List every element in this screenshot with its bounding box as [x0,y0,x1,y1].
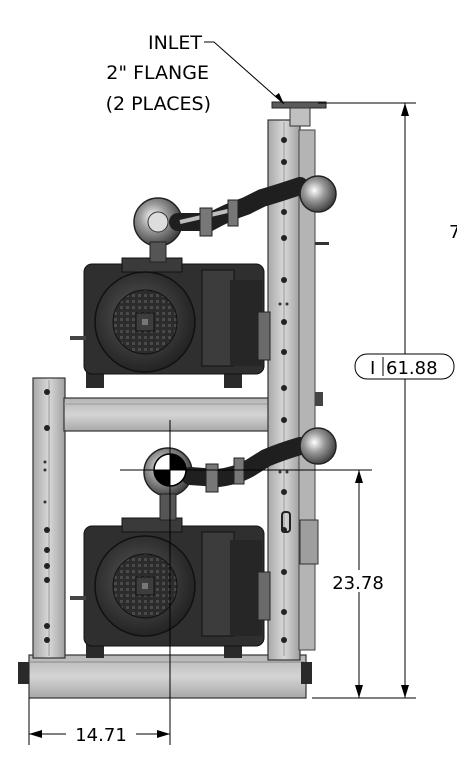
overall-height-value: 61.88 [386,358,438,379]
inlet-callout: INLET 2" FLANGE (2 PLACES) [106,32,211,115]
cg-offset-value: 14.71 [75,725,127,746]
inlet-leader-line [204,41,285,105]
clipped-dimension-text: 7 [449,222,457,243]
callout-line-2: 2" FLANGE [106,62,209,84]
upper-hose [169,175,337,237]
upper-blower [133,197,183,263]
callout-line-1: INLET [148,32,202,54]
overall-height-label: I 61.88 [354,353,455,380]
cg-height-value: 23.78 [332,573,384,594]
lower-hose [181,427,337,493]
right-frame-post [267,119,329,661]
cg-height-label: 23.78 [328,570,388,594]
inlet-flange [271,101,327,127]
left-frame-post [32,377,66,659]
callout-line-3: (2 PLACES) [106,93,211,115]
dimension-lines [28,41,416,745]
upper-motor [70,257,271,388]
middle-cross-beam [63,397,273,432]
skid-base [18,654,312,699]
overall-height-prefix: I [370,358,375,379]
